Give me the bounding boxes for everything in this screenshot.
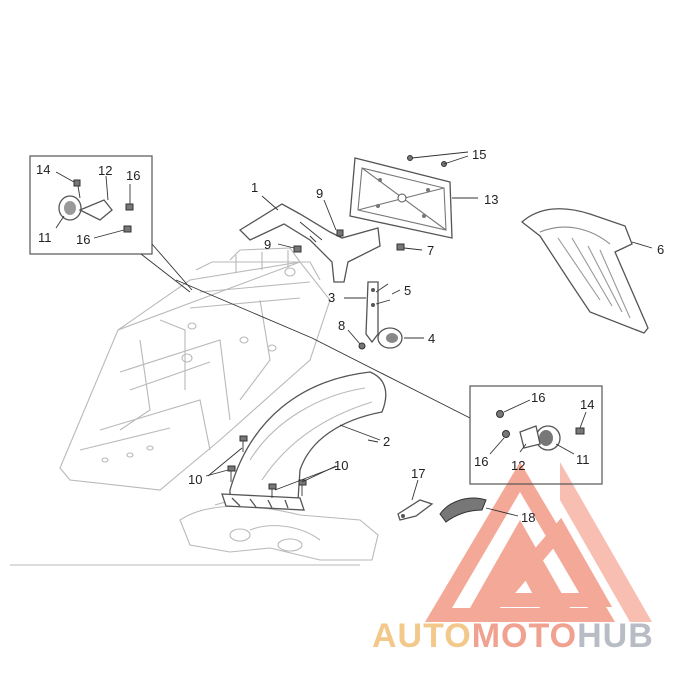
plate-bracket-part	[238, 203, 381, 283]
license-plate-holder-part	[349, 157, 453, 239]
callout-2: 2	[383, 434, 390, 449]
callout-3: 3	[328, 290, 335, 305]
callout-labels: 1 2 3 4 5 6 7 8 9 9 10 10 11 11 12 12 13…	[36, 147, 664, 525]
screw-parts-10	[227, 435, 307, 498]
callout-16-left-bottom: 16	[76, 232, 90, 247]
callout-17: 17	[411, 466, 425, 481]
callout-9-lower: 9	[264, 237, 271, 252]
callout-16-left-top: 16	[126, 168, 140, 183]
callout-14-left: 14	[36, 162, 50, 177]
callout-10-right: 10	[334, 458, 348, 473]
callout-11-right: 11	[576, 452, 590, 467]
callout-5: 5	[404, 283, 411, 298]
right-inset	[175, 279, 603, 485]
callout-18: 18	[521, 510, 535, 525]
watermark-logo	[425, 462, 652, 622]
callout-15: 15	[472, 147, 486, 162]
callout-16-right-top: 16	[531, 390, 545, 405]
callout-7: 7	[427, 243, 434, 258]
callout-6: 6	[657, 242, 664, 257]
callout-8: 8	[338, 318, 345, 333]
callout-12-right: 12	[511, 458, 525, 473]
leader-lines	[55, 151, 653, 517]
callout-4: 4	[428, 331, 435, 346]
watermark-brand-text: AUTOMOTOHUB	[372, 616, 700, 656]
reflector-assembly-part	[358, 281, 403, 350]
brand-moto: MOTO	[471, 617, 578, 655]
left-inset	[29, 155, 193, 293]
callout-12-left: 12	[98, 163, 112, 178]
rear-mudguard-part	[221, 371, 387, 511]
callout-16-right-bottom: 16	[474, 454, 488, 469]
callout-13: 13	[484, 192, 498, 207]
bracket-part-17	[397, 499, 434, 521]
callout-14-right: 14	[580, 397, 594, 412]
callout-9-upper: 9	[316, 186, 323, 201]
callout-1: 1	[251, 180, 258, 195]
mud-flap-part-18	[439, 497, 487, 523]
brand-auto: AUTO	[372, 617, 472, 655]
rear-frame-lineart	[10, 247, 379, 566]
brand-hub: HUB	[577, 617, 654, 655]
callout-10-left: 10	[188, 472, 202, 487]
callout-11-left: 11	[38, 230, 52, 245]
tail-cover-part	[520, 208, 649, 334]
